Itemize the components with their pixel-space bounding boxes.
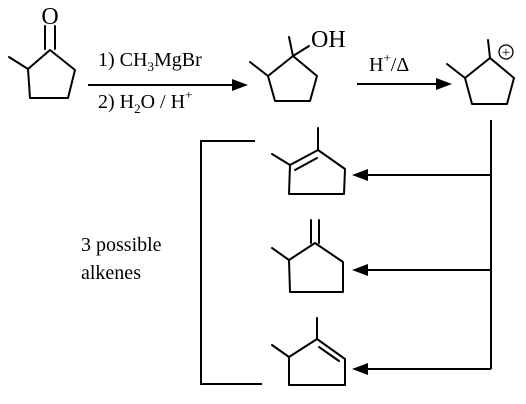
- arrow-2-head: [436, 78, 452, 90]
- product-3-inner-double-bond: [318, 346, 340, 362]
- arrow-to-product-1-head: [352, 169, 368, 181]
- product-2-ring-bonds: [271, 242, 344, 293]
- product-1-inner-double-bond: [294, 157, 318, 171]
- cation-ring-bonds: [446, 57, 515, 105]
- reagent-line-1: 1) CH3MgBr: [98, 49, 202, 74]
- positive-charge-sign: +: [502, 45, 510, 61]
- positive-charge-circle: [498, 44, 514, 60]
- products-bracket: 3 possible alkenes: [81, 140, 262, 385]
- alkene-product-1-structure: [271, 127, 346, 195]
- product-distribution-lines: [352, 120, 492, 375]
- cation-methyl-bond: [487, 39, 491, 59]
- carbocation-structure: +: [446, 39, 515, 105]
- dehydration-step-arrow: H+/Δ: [357, 50, 452, 90]
- carbonyl-oxygen-label: O: [41, 4, 58, 30]
- reagent-line-2: 2) H2O / H+: [98, 87, 192, 116]
- alkene-product-3-structure: [271, 317, 346, 386]
- arrow-1-head: [232, 79, 248, 91]
- tertiary-alcohol-structure: OH: [249, 27, 346, 102]
- alkene-product-2-structure: [271, 219, 344, 293]
- hydroxyl-label: OH: [311, 27, 346, 53]
- grignard-step-arrow: 1) CH3MgBr 2) H2O / H+: [88, 49, 248, 116]
- alcohol-ring-bonds: [249, 55, 318, 102]
- bracket-line: [200, 140, 262, 385]
- acid-heat-label: H+/Δ: [369, 50, 409, 76]
- starting-ketone-structure: O: [8, 4, 76, 99]
- products-label-line-1: 3 possible: [81, 234, 162, 256]
- arrow-to-product-2-head: [352, 264, 368, 276]
- alcohol-hydroxyl-bond: [292, 45, 310, 57]
- products-label-line-2: alkenes: [81, 262, 141, 284]
- product-1-ring-bonds: [271, 149, 346, 195]
- product-3-ring-bonds: [271, 338, 346, 386]
- ketone-ring-bonds: [8, 49, 76, 99]
- arrow-to-product-3-head: [352, 363, 368, 375]
- alcohol-methyl-bond: [288, 36, 294, 57]
